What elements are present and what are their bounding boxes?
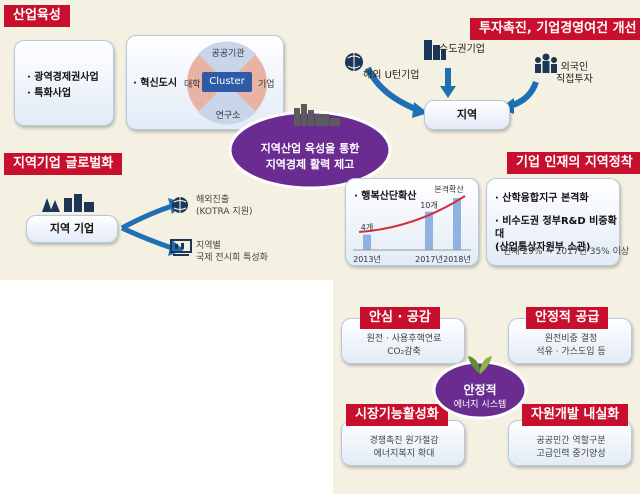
goal-line-2: 지역경제 활력 제고: [265, 158, 355, 171]
cluster-right: 기업: [258, 80, 275, 90]
output-exhibition: 지역별 국제 전시회 특성화: [196, 241, 268, 263]
bar-2: [453, 198, 461, 250]
factory-icon: [294, 104, 340, 126]
data-label-1: 10개: [420, 200, 438, 210]
cluster-bottom: 연구소: [215, 111, 241, 121]
cluster-center: Cluster: [209, 76, 245, 87]
industry-title: 산업육성: [4, 5, 70, 27]
talent-item-3: 현재 29% → 2017년 35% 이상: [503, 247, 630, 257]
tick-label-2: 2018년: [443, 254, 471, 264]
talent-item-1: · 산학융합지구 본격화: [495, 193, 589, 204]
company-icon: [42, 194, 94, 212]
cluster-top: 공공기관: [211, 49, 245, 59]
people-icon: [535, 53, 557, 73]
bar-1: [425, 211, 433, 250]
industry-item-1: · 광역경제권사업: [27, 72, 99, 83]
trend-line: [358, 195, 466, 233]
quadrant-safety-desc-1: 원전 · 사용후핵연료: [366, 334, 442, 344]
data-label-0: 4개: [361, 222, 373, 232]
quadrant-supply-title: 안정적 공급: [526, 307, 609, 329]
exhibition-icon: [170, 239, 192, 256]
talent-title: 기업 인재의 지역정착: [507, 152, 640, 174]
quadrant-market-box: 경쟁촉진 원가절감 에너지복지 확대: [341, 420, 465, 466]
industry-item-2: · 특화사업: [27, 88, 72, 99]
globe-icon: [345, 53, 363, 71]
quadrant-supply-desc-2: 석유 · 가스도입 등: [536, 347, 606, 357]
output-overseas: 해외진출 (KOTRA 지원): [196, 195, 253, 217]
leaf-icon: [468, 356, 492, 374]
company-box: 지역 기업: [26, 215, 118, 243]
globe-icon: [172, 197, 188, 213]
energy-center-line-2: 에너지 시스템: [453, 400, 507, 410]
innovation-city-label: · 혁신도시: [133, 78, 178, 89]
investment-target-box: 지역: [424, 100, 510, 130]
quadrant-safety-desc-2: CO₂감축: [387, 347, 421, 357]
cluster-diagram: [187, 41, 267, 125]
goal-line-1: 지역산업 육성을 통한: [260, 142, 360, 155]
tick-label-0: 2013년: [353, 254, 381, 264]
talent-items-box: · 산학융합지구 본격화 · 비수도권 정부R&D 비중확대 (산업통상자원부 …: [486, 178, 629, 266]
quadrant-market-desc-2: 에너지복지 확대: [373, 449, 435, 459]
quadrant-market-title: 시장기능활성화: [346, 404, 448, 426]
goal-badge: [228, 104, 392, 190]
source-capital-region: 수도권기업: [439, 44, 485, 55]
quadrant-resource-desc-1: 공공민간 역할구분: [536, 436, 606, 446]
data-label-2: 본격확산: [434, 184, 464, 194]
quadrant-resource-desc-2: 고급인력 중기양성: [536, 449, 606, 459]
quadrant-resource-box: 공공민간 역할구분 고급인력 중기양성: [508, 420, 632, 466]
energy-badge: [432, 356, 528, 420]
tick-label-1: 2017년: [415, 254, 443, 264]
quadrant-supply-desc-1: 원전비중 결정: [544, 334, 598, 344]
quadrant-safety-title: 안심 · 공감: [360, 307, 440, 329]
global-title: 지역기업 글로벌화: [4, 153, 123, 175]
quadrant-resource-title: 자원개발 내실화: [522, 404, 629, 426]
source-uturn: 해외 U턴기업: [363, 70, 420, 81]
chart-title: · 행복산단확산: [354, 191, 417, 202]
talent-item-2: · 비수도권 정부R&D 비중확대 (산업통상자원부 소관): [495, 216, 617, 253]
source-fdi: 외국인 직접투자: [556, 62, 593, 85]
building-icon: [424, 40, 446, 60]
bar-0: [363, 234, 371, 250]
energy-center-line-1: 안정적: [463, 383, 497, 397]
cluster-left: 대학: [184, 80, 201, 90]
investment-title: 투자촉진, 기업경영여건 개선: [470, 18, 640, 40]
quadrant-market-desc-1: 경쟁촉진 원가절감: [369, 436, 439, 446]
industry-items-box: · 광역경제권사업 · 특화사업: [14, 40, 114, 126]
